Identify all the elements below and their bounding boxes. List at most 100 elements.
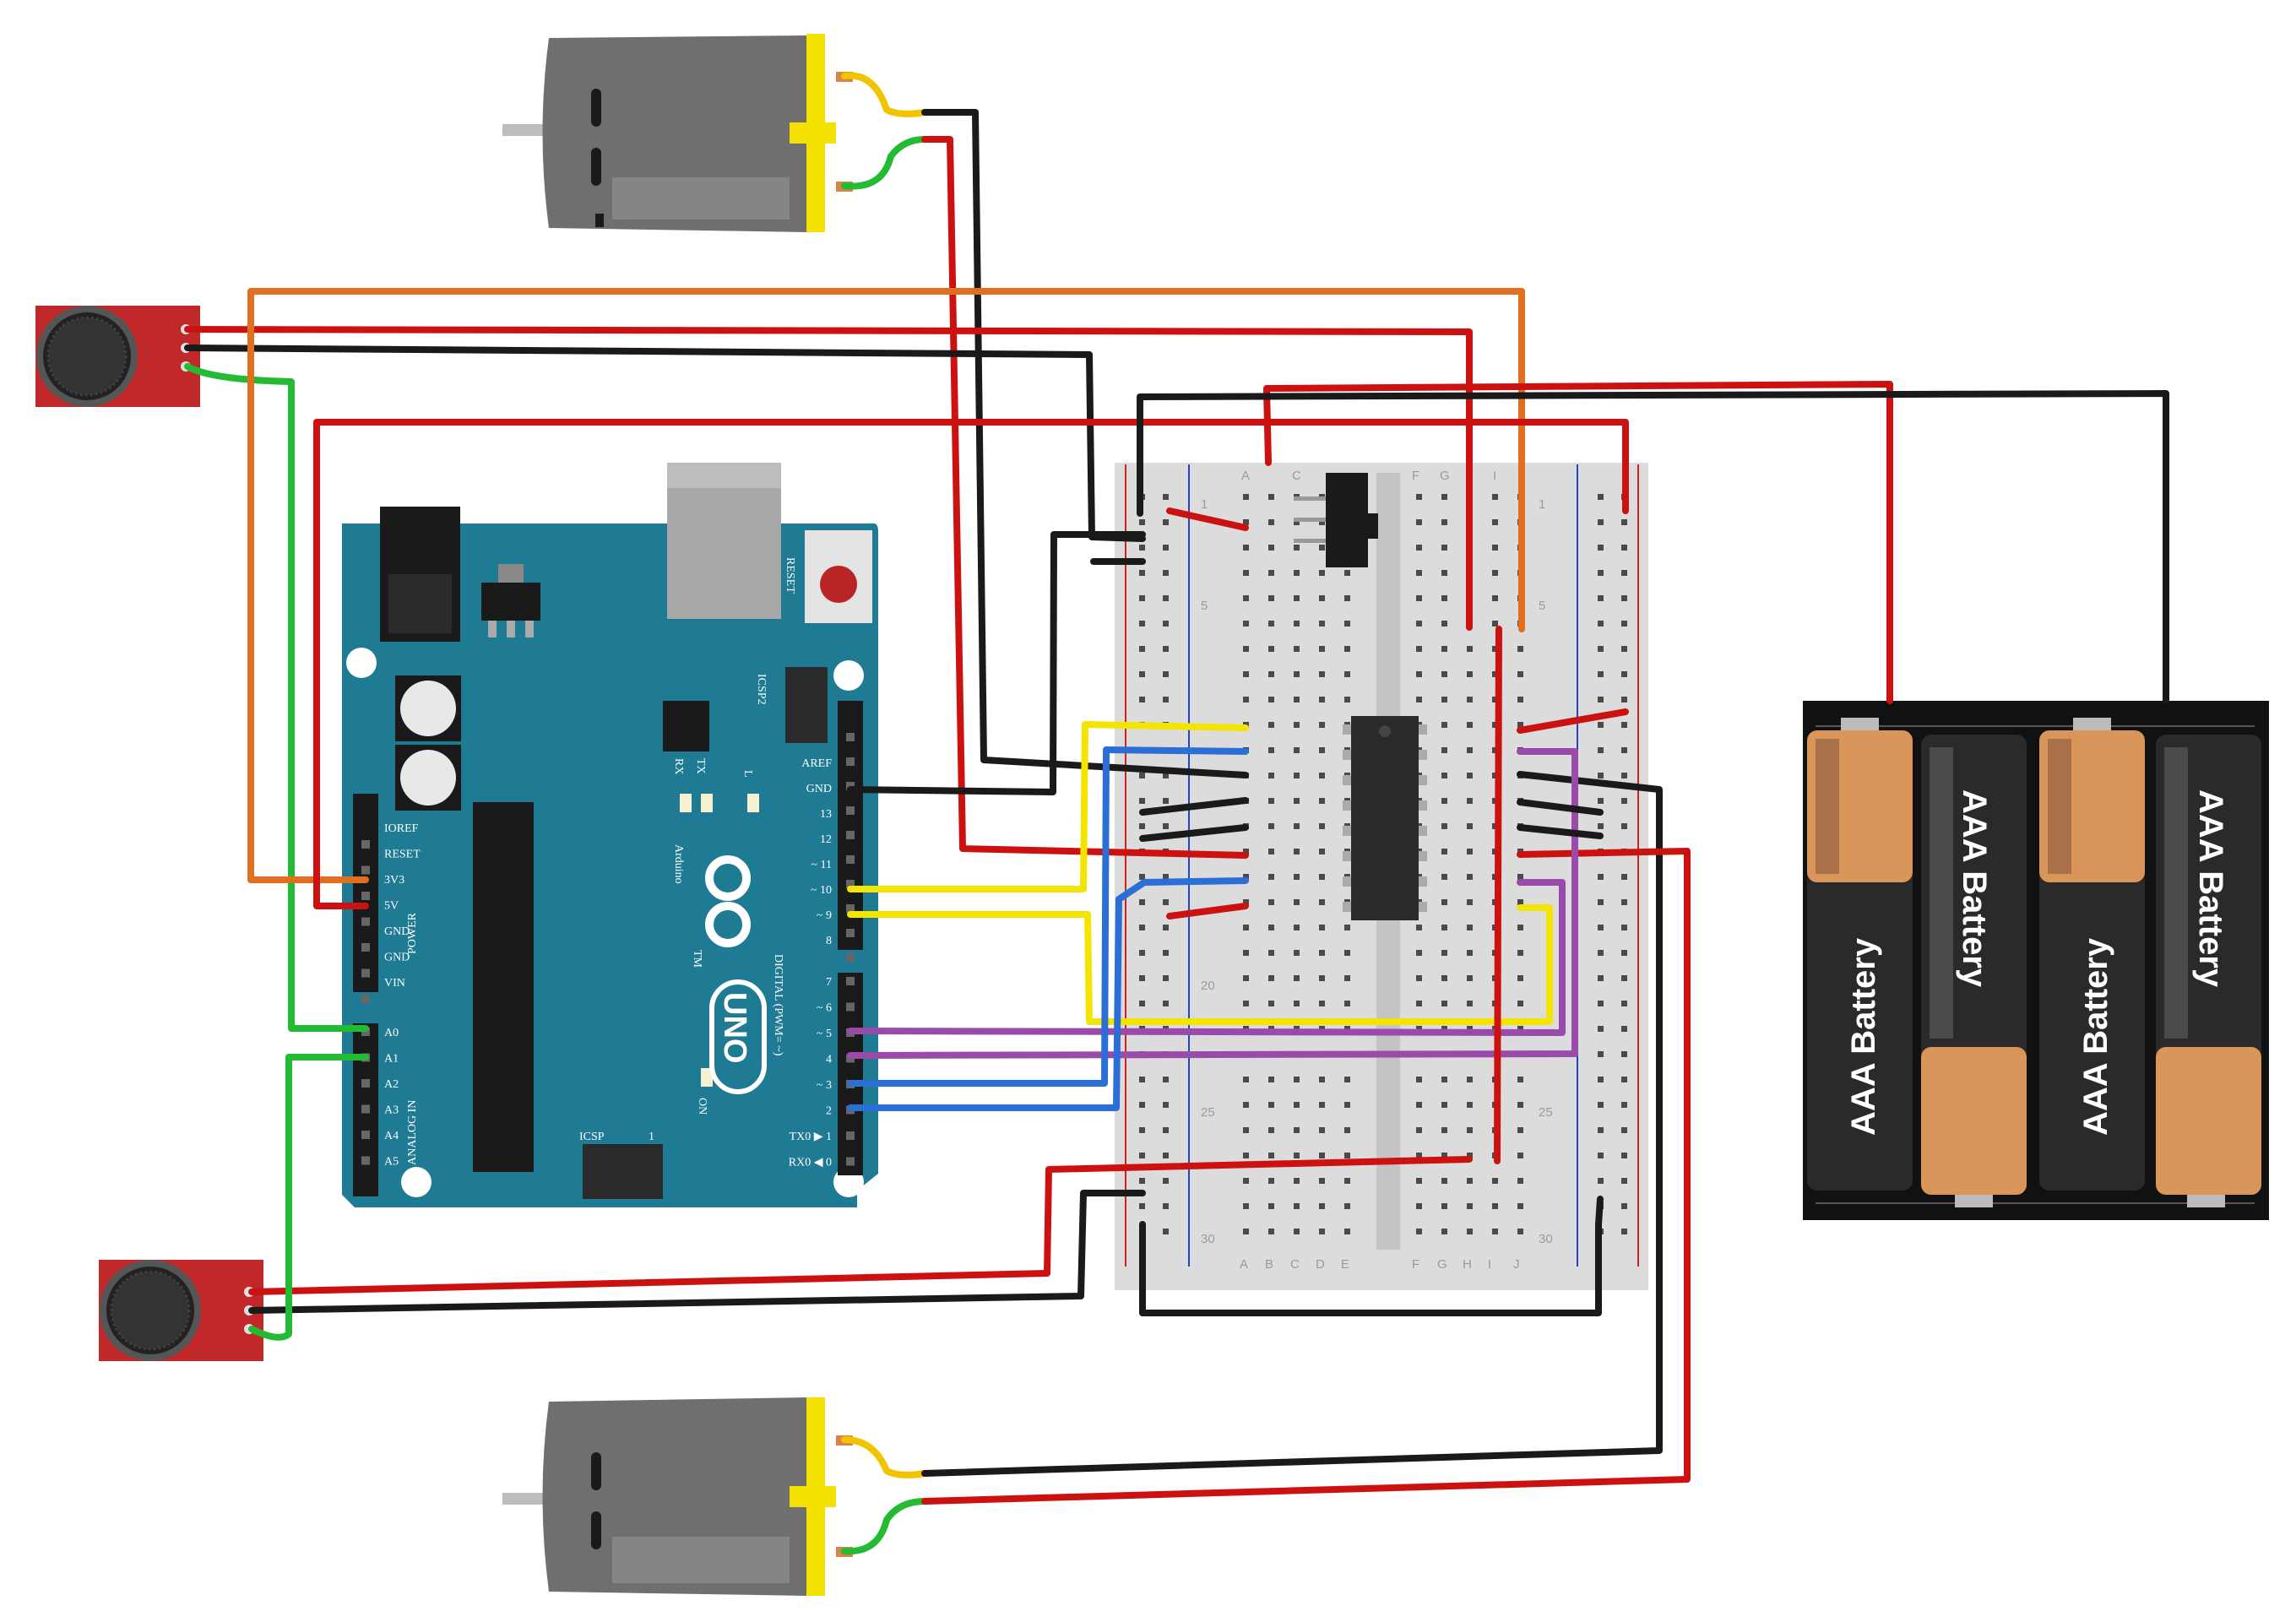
- wire-mic-bottom-red: [248, 1156, 1473, 1295]
- wire-red-bb-vertical: [1494, 626, 1502, 1164]
- svg-text:GND: GND: [384, 952, 410, 964]
- wire-mic-bottom-black: [248, 1190, 1146, 1314]
- svg-text:25: 25: [1201, 1105, 1215, 1120]
- wire-mic-top-red: [184, 326, 1473, 631]
- svg-text:C: C: [1290, 1257, 1300, 1272]
- svg-text:AAA Battery: AAA Battery: [2077, 937, 2114, 1136]
- svg-text:TM: TM: [691, 950, 703, 968]
- svg-text:~ 10: ~ 10: [811, 884, 832, 897]
- wire-motor-bottom-green: [841, 1498, 928, 1555]
- svg-text:30: 30: [1201, 1232, 1215, 1246]
- svg-text:30: 30: [1539, 1232, 1553, 1246]
- breadboard-column-labels-bottom: A B C D E F G H I J: [1240, 1257, 1520, 1272]
- wire-motor-bottom-red: [921, 848, 1691, 1505]
- battery-cell-3: AAA Battery: [2039, 718, 2145, 1191]
- wire-motor-top-green: [841, 136, 928, 190]
- svg-text:13: 13: [820, 808, 832, 821]
- svg-text:20: 20: [1201, 979, 1215, 993]
- battery-cell-4: AAA Battery: [2156, 735, 2261, 1207]
- wire-blue-pin3: [847, 746, 1249, 1087]
- wire-battery-black: [1137, 390, 2169, 704]
- breadboard-column-labels-top: A C F G I: [1241, 469, 1496, 483]
- battery-cell-2: AAA Battery: [1921, 735, 2027, 1207]
- svg-text:A2: A2: [384, 1078, 399, 1091]
- wire-battery-red: [1263, 381, 1893, 704]
- svg-text:ICSP2: ICSP2: [755, 674, 768, 705]
- svg-text:J: J: [1513, 1257, 1520, 1272]
- jumper-black-7: [1517, 799, 1604, 816]
- wire-yellow-pin10: [847, 721, 1249, 892]
- svg-text:A1: A1: [384, 1053, 399, 1066]
- svg-text:1: 1: [1539, 497, 1545, 512]
- svg-text:A: A: [1241, 469, 1250, 483]
- svg-text:B: B: [1265, 1257, 1273, 1272]
- breadboard-row-numbers: 1 5 20 25 30 1 5 25 30: [1201, 497, 1553, 1246]
- svg-text:1: 1: [1201, 497, 1208, 512]
- svg-text:I: I: [1493, 469, 1496, 483]
- wire-black-bb-gnd-loop: [1139, 1221, 1602, 1316]
- arduino-logo: [705, 855, 767, 1094]
- wire-yellow-pin9: [847, 904, 1553, 1025]
- svg-text:ICSP: ICSP: [579, 1131, 605, 1143]
- wire-blue-pin2: [847, 877, 1249, 1111]
- svg-text:AAA Battery: AAA Battery: [2192, 789, 2229, 988]
- svg-text:A4: A4: [384, 1130, 399, 1142]
- battery-pack: AAA Battery AAA Battery AAA Battery AAA …: [1803, 701, 2269, 1220]
- svg-text:~ 3: ~ 3: [817, 1079, 832, 1092]
- svg-text:RX: RX: [672, 758, 685, 774]
- wire-motor-top-black: [921, 109, 1249, 778]
- wire-motor-top-yellow: [841, 72, 928, 117]
- svg-text:5: 5: [1201, 599, 1208, 613]
- wire-motor-bottom-yellow: [841, 1436, 928, 1478]
- svg-text:VIN: VIN: [384, 977, 405, 990]
- svg-text:~ 6: ~ 6: [817, 1002, 832, 1015]
- microphone-top: [35, 306, 200, 407]
- wire-arduino-gnd: [847, 531, 1146, 795]
- svg-text:ANALOG IN: ANALOG IN: [406, 1100, 419, 1165]
- jumper-black-8: [1517, 824, 1604, 839]
- svg-text:ON: ON: [696, 1098, 708, 1115]
- jumper-black-9: [1595, 1196, 1604, 1228]
- jumper-black-4: [1139, 824, 1249, 842]
- svg-text:Arduino: Arduino: [672, 844, 685, 884]
- svg-text:~ 5: ~ 5: [817, 1028, 832, 1040]
- svg-text:F: F: [1412, 1257, 1419, 1272]
- svg-text:UNO: UNO: [717, 992, 752, 1063]
- svg-text:H: H: [1463, 1257, 1472, 1272]
- svg-text:I: I: [1488, 1257, 1491, 1272]
- svg-text:12: 12: [820, 833, 832, 846]
- svg-text:A5: A5: [384, 1156, 399, 1169]
- svg-text:G: G: [1437, 1257, 1447, 1272]
- wire-red-5v: [313, 419, 1629, 909]
- svg-text:G: G: [1440, 469, 1450, 483]
- jumper-red-5: [1166, 903, 1249, 919]
- svg-text:4: 4: [826, 1054, 832, 1066]
- svg-text:8: 8: [826, 935, 832, 947]
- wire-purple-pin4: [847, 748, 1578, 1059]
- svg-text:D: D: [1316, 1257, 1325, 1272]
- svg-text:AAA Battery: AAA Battery: [1845, 937, 1882, 1136]
- svg-text:RESET: RESET: [384, 849, 421, 861]
- svg-text:DIGITAL (PWM= ~): DIGITAL (PWM= ~): [772, 954, 784, 1056]
- svg-text:GND: GND: [384, 925, 410, 938]
- jumper-red-1: [1166, 507, 1249, 531]
- battery-cell-1: AAA Battery: [1807, 718, 1913, 1191]
- svg-text:~ 11: ~ 11: [811, 859, 832, 871]
- wire-mic-top-green: [184, 363, 369, 1032]
- svg-text:TX0 ▶ 1: TX0 ▶ 1: [790, 1131, 832, 1143]
- svg-text:POWER: POWER: [406, 912, 419, 954]
- svg-text:IOREF: IOREF: [384, 822, 419, 835]
- svg-text:GND: GND: [806, 783, 832, 795]
- arduino-uno-board: IOREFRESET3V35VGNDGNDVINA0A1A2A3A4A5AREF…: [342, 463, 878, 1207]
- svg-text:5: 5: [1539, 599, 1545, 613]
- svg-text:RESET: RESET: [784, 557, 796, 594]
- svg-text:~ 9: ~ 9: [817, 909, 832, 922]
- jumper-red-6: [1517, 708, 1629, 734]
- svg-text:2: 2: [826, 1105, 832, 1118]
- svg-text:E: E: [1341, 1257, 1349, 1272]
- jumper-black-3: [1139, 797, 1249, 816]
- slide-switch: [1294, 473, 1378, 567]
- svg-text:5V: 5V: [384, 900, 399, 913]
- svg-text:AAA Battery: AAA Battery: [1956, 789, 1993, 988]
